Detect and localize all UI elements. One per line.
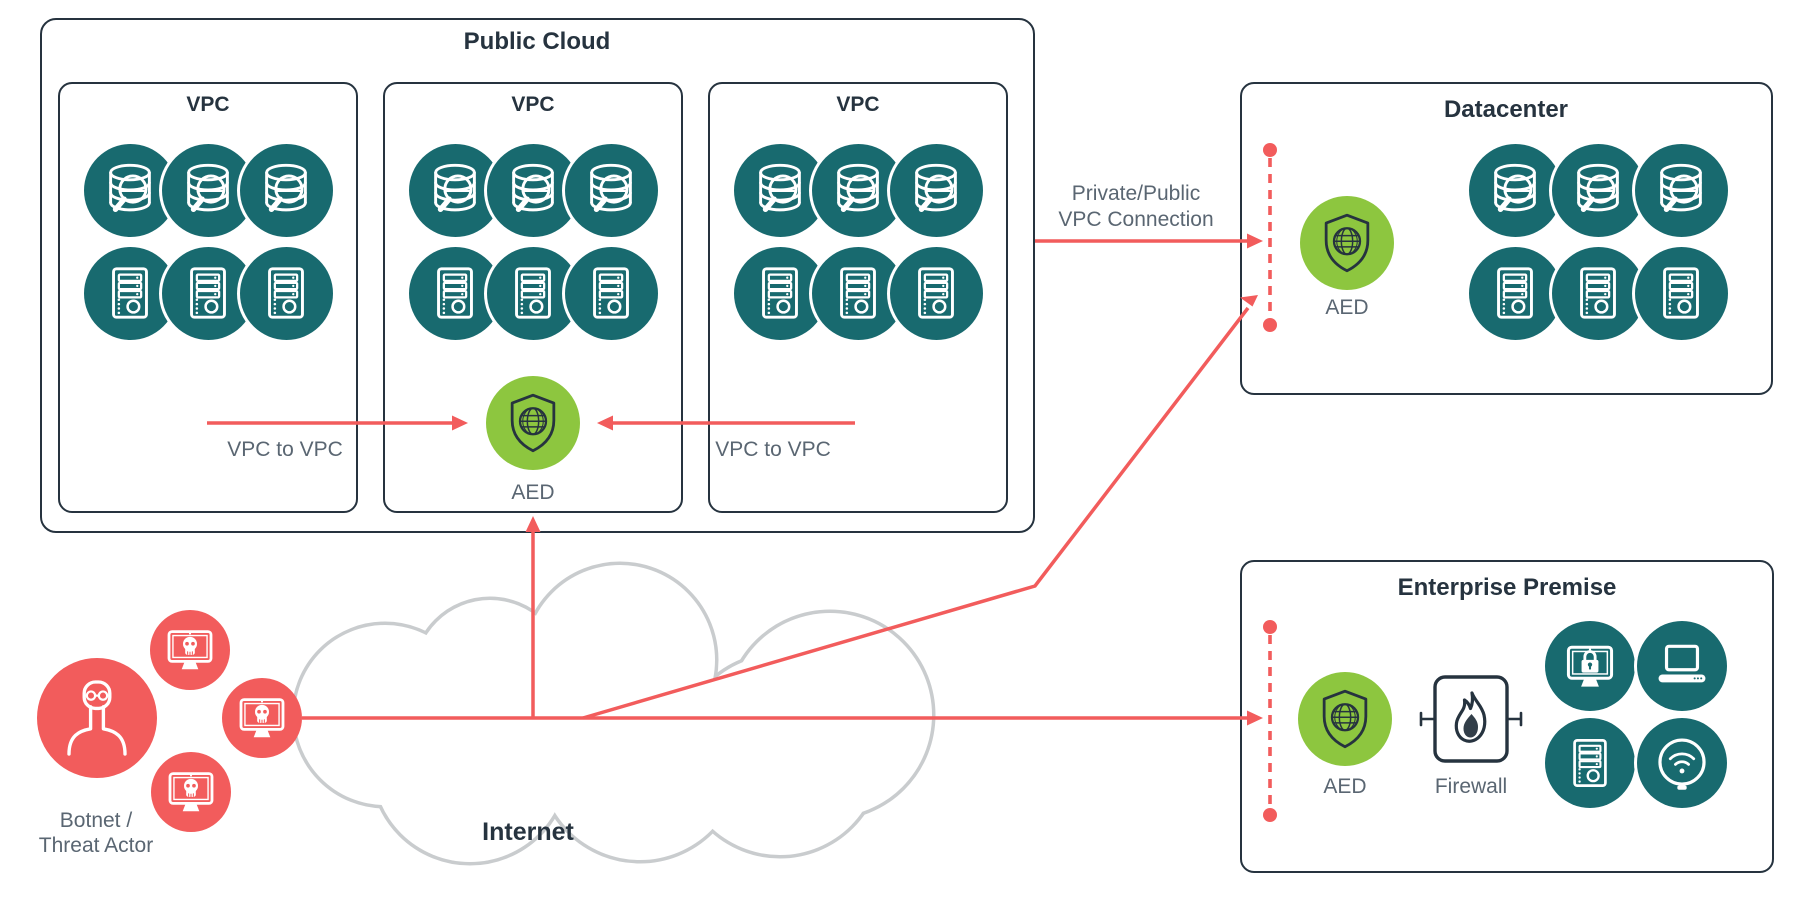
aed-shield-icon — [1298, 672, 1392, 766]
database-search-icon — [1551, 143, 1645, 237]
firewall-icon — [1419, 675, 1523, 763]
monitor-lock-icon — [1545, 621, 1635, 711]
database-search-icon — [408, 143, 502, 237]
server-icon — [1634, 246, 1728, 340]
botnet-label: Botnet / Threat Actor — [39, 808, 153, 858]
aed-label: AED — [511, 481, 555, 504]
laptop-icon — [1637, 621, 1727, 711]
database-search-icon — [83, 143, 177, 237]
database-search-icon — [161, 143, 255, 237]
datacenter-title: Datacenter — [1443, 96, 1569, 123]
server-icon — [564, 246, 658, 340]
vpc-to-vpc-label-left: VPC to VPC — [227, 438, 343, 461]
monitor-skull-icon — [222, 678, 302, 758]
database-search-icon — [889, 143, 983, 237]
monitor-skull-icon — [150, 610, 230, 690]
database-search-icon — [811, 143, 905, 237]
monitor-skull-icon — [151, 752, 231, 832]
private-public-line2: VPC Connection — [1058, 208, 1214, 231]
database-search-icon — [1468, 143, 1562, 237]
server-icon — [889, 246, 983, 340]
server-icon — [161, 246, 255, 340]
private-public-line1: Private/Public — [1071, 182, 1201, 205]
database-search-icon — [486, 143, 580, 237]
server-icon — [239, 246, 333, 340]
server-icon — [1545, 718, 1635, 808]
botnet-label-line2: Threat Actor — [38, 834, 154, 857]
internet-label: Internet — [482, 818, 574, 846]
vpc-to-vpc-label-right: VPC to VPC — [715, 438, 831, 461]
database-search-icon — [564, 143, 658, 237]
vpc-title-2: VPC — [511, 93, 555, 116]
server-icon — [1468, 246, 1562, 340]
database-search-icon — [733, 143, 827, 237]
firewall-label: Firewall — [1434, 775, 1508, 798]
aed-label: AED — [1323, 775, 1367, 798]
enterprise-premise-title: Enterprise Premise — [1397, 574, 1617, 601]
public-cloud-title: Public Cloud — [463, 28, 611, 55]
server-icon — [83, 246, 177, 340]
database-search-icon — [239, 143, 333, 237]
aed-shield-icon — [1300, 196, 1394, 290]
botnet-label-line1: Botnet / — [59, 809, 133, 832]
aed-shield-icon — [486, 376, 580, 470]
wifi-bulb-icon — [1637, 718, 1727, 808]
server-icon — [408, 246, 502, 340]
server-icon — [486, 246, 580, 340]
aed-label: AED — [1325, 296, 1369, 319]
vpc-title-1: VPC — [186, 93, 230, 116]
private-public-vpc-connection-label: Private/Public VPC Connection — [1058, 181, 1213, 233]
server-icon — [1551, 246, 1645, 340]
vpc-title-3: VPC — [836, 93, 880, 116]
database-search-icon — [1634, 143, 1728, 237]
threat-actor-icon — [37, 658, 157, 778]
